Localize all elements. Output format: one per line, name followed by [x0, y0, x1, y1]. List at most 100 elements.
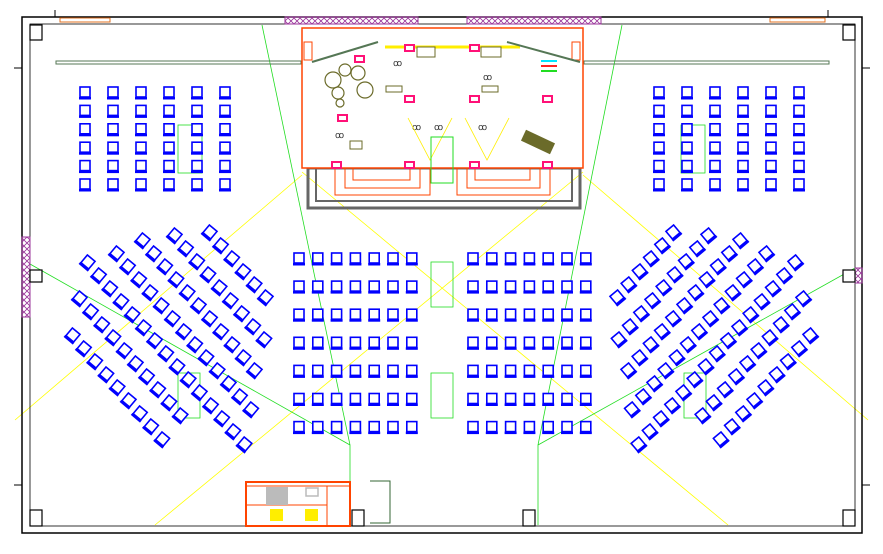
seat-center-right[interactable] — [523, 392, 536, 407]
seat-diagonal-right[interactable] — [801, 326, 820, 345]
seat-center-right[interactable] — [485, 308, 498, 322]
seat-upper-right[interactable] — [793, 178, 805, 192]
seat-diagonal-right[interactable] — [697, 357, 715, 376]
seat-diagonal-right[interactable] — [786, 253, 805, 272]
seat-diagonal-left[interactable] — [155, 257, 174, 276]
seat-center-left[interactable] — [330, 280, 343, 294]
seat-center-left[interactable] — [387, 336, 399, 350]
seat-center-left[interactable] — [405, 252, 418, 266]
seat-diagonal-right[interactable] — [653, 322, 672, 341]
seat-diagonal-left[interactable] — [190, 383, 209, 402]
seat-center-left[interactable] — [293, 364, 305, 378]
seat-upper-left[interactable] — [79, 123, 91, 137]
seat-center-left[interactable] — [368, 336, 381, 350]
seat-upper-left[interactable] — [219, 104, 231, 118]
seat-upper-left[interactable] — [135, 104, 147, 118]
seat-diagonal-left[interactable] — [108, 378, 126, 397]
seat-diagonal-left[interactable] — [189, 296, 208, 315]
seat-center-right[interactable] — [467, 392, 479, 407]
seat-diagonal-right[interactable] — [731, 231, 750, 250]
seat-diagonal-right[interactable] — [701, 309, 720, 328]
seat-diagonal-right[interactable] — [643, 291, 662, 310]
seat-upper-right[interactable] — [793, 104, 805, 118]
seat-center-left[interactable] — [349, 280, 362, 294]
seat-diagonal-left[interactable] — [185, 335, 204, 354]
seat-upper-right[interactable] — [793, 86, 805, 100]
seat-center-right[interactable] — [579, 420, 592, 435]
seat-center-right[interactable] — [467, 336, 479, 350]
seat-diagonal-left[interactable] — [199, 265, 217, 284]
seat-diagonal-right[interactable] — [620, 275, 638, 294]
seat-upper-right[interactable] — [793, 159, 805, 174]
seat-diagonal-right[interactable] — [712, 430, 730, 449]
seat-center-right[interactable] — [561, 336, 573, 350]
seat-center-left[interactable] — [368, 252, 381, 266]
seat-upper-left[interactable] — [107, 178, 119, 192]
seat-diagonal-right[interactable] — [794, 289, 813, 308]
seat-upper-left[interactable] — [163, 104, 175, 118]
seat-diagonal-left[interactable] — [211, 322, 230, 341]
seat-upper-left[interactable] — [191, 141, 203, 155]
seat-diagonal-right[interactable] — [705, 393, 723, 412]
seat-center-left[interactable] — [293, 420, 305, 435]
seat-center-right[interactable] — [561, 280, 573, 294]
seat-center-left[interactable] — [387, 364, 399, 378]
seat-diagonal-right[interactable] — [727, 367, 746, 386]
seat-diagonal-right[interactable] — [608, 288, 627, 307]
seat-diagonal-right[interactable] — [642, 249, 661, 268]
seat-diagonal-left[interactable] — [187, 252, 206, 271]
seat-center-left[interactable] — [405, 364, 418, 378]
seat-upper-left[interactable] — [163, 86, 175, 100]
seat-diagonal-left[interactable] — [81, 302, 100, 321]
seat-upper-left[interactable] — [135, 141, 147, 155]
seat-diagonal-right[interactable] — [653, 236, 672, 255]
seat-upper-right[interactable] — [681, 86, 693, 100]
seat-upper-left[interactable] — [107, 86, 119, 100]
seat-diagonal-left[interactable] — [200, 223, 219, 242]
seat-upper-right[interactable] — [653, 123, 665, 137]
seat-diagonal-right[interactable] — [772, 315, 791, 334]
seat-diagonal-right[interactable] — [668, 348, 686, 367]
seat-diagonal-left[interactable] — [167, 270, 185, 289]
seat-upper-right[interactable] — [765, 86, 777, 100]
seat-diagonal-right[interactable] — [674, 383, 693, 402]
seat-diagonal-right[interactable] — [677, 252, 696, 271]
seat-center-right[interactable] — [467, 252, 479, 266]
seat-upper-left[interactable] — [219, 141, 231, 155]
seat-upper-right[interactable] — [681, 141, 693, 155]
seat-diagonal-right[interactable] — [690, 322, 709, 341]
seat-diagonal-left[interactable] — [115, 341, 133, 360]
seat-diagonal-right[interactable] — [621, 317, 640, 336]
seat-center-left[interactable] — [368, 308, 381, 322]
seat-diagonal-left[interactable] — [176, 239, 195, 258]
seat-center-right[interactable] — [542, 364, 555, 378]
seat-diagonal-left[interactable] — [256, 288, 275, 307]
seat-upper-right[interactable] — [793, 123, 805, 137]
seat-center-left[interactable] — [368, 280, 381, 294]
seat-center-left[interactable] — [293, 280, 305, 294]
seat-center-left[interactable] — [349, 252, 362, 266]
seat-diagonal-right[interactable] — [779, 352, 798, 371]
seat-center-right[interactable] — [485, 280, 498, 294]
seat-upper-left[interactable] — [163, 123, 175, 137]
seat-center-left[interactable] — [330, 420, 343, 435]
seat-center-left[interactable] — [349, 308, 362, 322]
seat-diagonal-right[interactable] — [698, 270, 716, 289]
seat-diagonal-right[interactable] — [775, 266, 794, 285]
seat-diagonal-left[interactable] — [163, 309, 182, 328]
seat-diagonal-right[interactable] — [724, 283, 742, 302]
seat-diagonal-left[interactable] — [245, 275, 263, 294]
seat-upper-right[interactable] — [765, 178, 777, 192]
seat-diagonal-left[interactable] — [107, 244, 126, 263]
seat-diagonal-left[interactable] — [130, 404, 149, 423]
seat-upper-right[interactable] — [681, 104, 693, 118]
seat-diagonal-right[interactable] — [634, 387, 653, 406]
seat-upper-right[interactable] — [709, 178, 721, 192]
seat-diagonal-right[interactable] — [764, 279, 783, 298]
seat-center-left[interactable] — [311, 308, 324, 322]
seat-center-right[interactable] — [485, 420, 498, 435]
seat-upper-left[interactable] — [107, 104, 119, 118]
seat-diagonal-right[interactable] — [687, 283, 705, 302]
seat-diagonal-left[interactable] — [85, 352, 104, 371]
seat-upper-right[interactable] — [737, 141, 749, 155]
